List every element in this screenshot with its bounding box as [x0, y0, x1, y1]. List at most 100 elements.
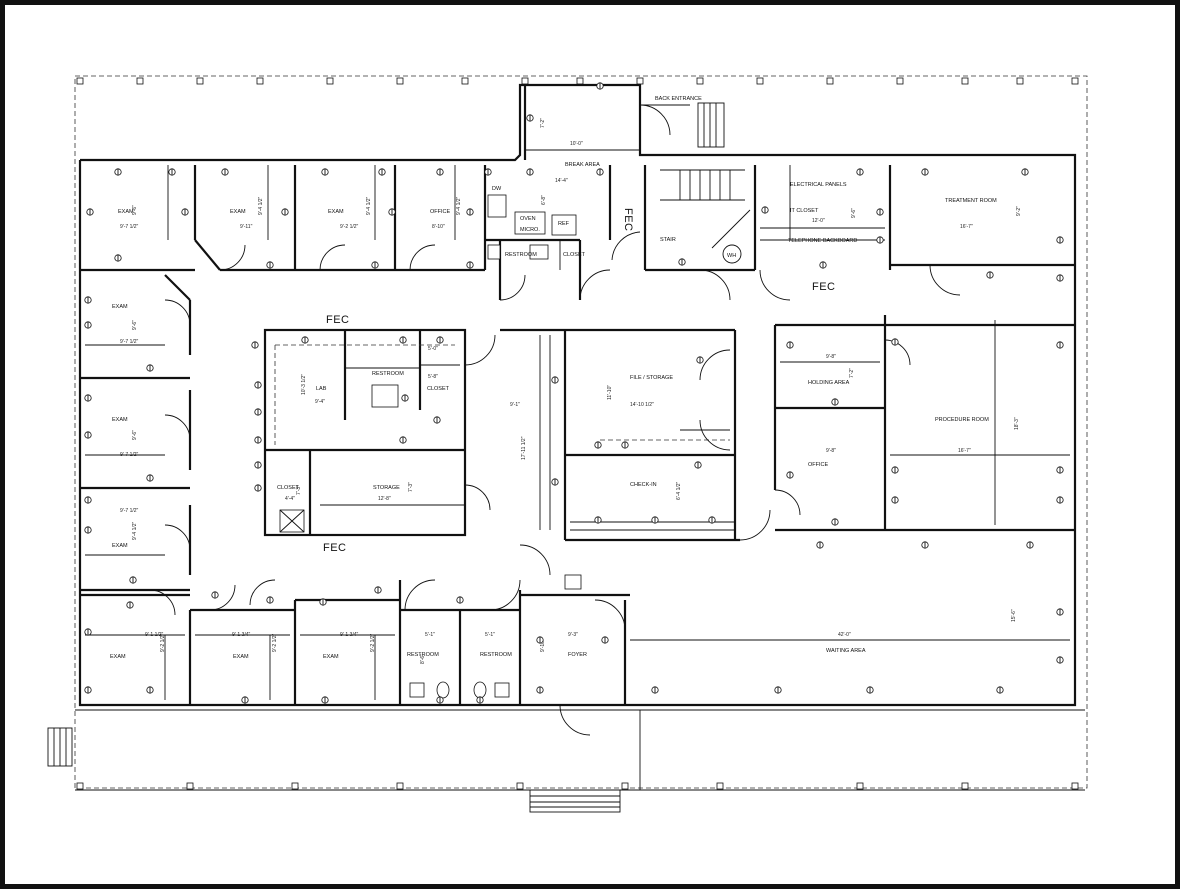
room-label-stair: STAIR — [660, 237, 676, 243]
dim-office-n-w: 8'-10" — [432, 224, 445, 230]
dim-exam-nw-w: 9'-7 1/2" — [120, 224, 139, 230]
dim-corr-h: 17'-11 1/2" — [521, 436, 527, 460]
porch-post — [1071, 77, 1079, 85]
dim-exam-n2-w: 9'-11" — [240, 224, 253, 230]
dim-exam-s3-w: 9'-1 3/4" — [340, 632, 359, 638]
dim-exam-w1-h: 9'-6" — [132, 320, 138, 330]
dim-wait-h: 15'-6" — [1011, 609, 1017, 622]
room-label-micro: MICRO. — [520, 227, 540, 233]
dim-file-w: 14'-10 1/2" — [630, 402, 654, 408]
porch-post — [76, 782, 84, 790]
kitchen-appliances — [487, 194, 577, 260]
dim-break-w: 10'-0" — [570, 141, 583, 147]
room-label-procedure-room: PROCEDURE ROOM — [935, 417, 989, 423]
porch-post — [76, 77, 84, 85]
room-label-restroom-s2: RESTROOM — [480, 652, 512, 658]
porch-post — [521, 77, 529, 85]
room-label-oven: OVEN — [520, 216, 536, 222]
room-label-exam-w2: EXAM — [112, 417, 128, 423]
dim-exam-s1-h: 9'-2 1/2" — [160, 633, 166, 652]
dim-exam-nw-h: 9'-6" — [132, 205, 138, 215]
room-label-electrical-panels: ELECTRICAL PANELS — [790, 182, 847, 188]
north-rooms — [80, 85, 1075, 300]
room-label-lab: LAB — [316, 386, 327, 392]
porch-post — [461, 77, 469, 85]
dimension-labels: 9'-7 1/2" 9'-6" 9'-11" 9'-4 1/2" 9'-2 1/… — [120, 118, 1022, 664]
dim-exam-n3-h: 9'-4 1/2" — [366, 196, 372, 215]
room-label-exam-s2: EXAM — [233, 654, 249, 660]
dim-storage-w: 12'-8" — [378, 496, 391, 502]
room-label-restroom-c: RESTROOM — [372, 371, 404, 377]
room-label-office-e: OFFICE — [808, 462, 828, 468]
porch-post — [1071, 782, 1079, 790]
room-label-exam-n2: EXAM — [230, 209, 246, 215]
room-label-dw: DW — [492, 186, 502, 192]
dim-checkin-h: 6'-4 1/2" — [676, 481, 682, 500]
dim-office-n-h: 9'-4 1/2" — [456, 196, 462, 215]
dim-exam-w1-w: 9'-7 1/2" — [120, 339, 139, 345]
porch-post — [516, 782, 524, 790]
porch-post — [896, 77, 904, 85]
porch-post — [756, 77, 764, 85]
dim-break-h: 7'-2" — [540, 118, 546, 128]
dim-exam-s3-h: 9'-2 1/2" — [370, 633, 376, 652]
room-label-exam-w3: EXAM — [112, 543, 128, 549]
dim-exam-s1-w: 9'-1 1/2" — [145, 632, 164, 638]
porch-post — [291, 782, 299, 790]
dim-exam-w2-w: 9'-7 1/2" — [120, 452, 139, 458]
dim-proc-w: 16'-7" — [958, 448, 971, 454]
room-label-file-storage: FILE / STORAGE — [630, 375, 673, 381]
porch-post — [636, 77, 644, 85]
dim-treat-h: 9'-2" — [1016, 206, 1022, 216]
room-label-closet-c: CLOSET — [427, 386, 450, 392]
side-steps — [47, 727, 73, 767]
fec-label-stair: FEC — [622, 208, 634, 232]
dim-holding-w: 9'-8" — [826, 354, 836, 360]
east-rooms — [773, 315, 1075, 532]
porch-post — [716, 782, 724, 790]
dim-office-e-w: 9'-8" — [826, 448, 836, 454]
door-swings — [149, 231, 961, 631]
dim-rr-s2-w: 5'-1" — [485, 632, 495, 638]
dim-rr-s1-h: 8'-6" — [420, 654, 426, 664]
dim-exam-s2-h: 9'-2 1/2" — [272, 633, 278, 652]
dim-it-w: 12'-0" — [812, 218, 825, 224]
room-label-storage: STORAGE — [373, 485, 400, 491]
porch-post — [326, 77, 334, 85]
center-block — [263, 328, 467, 537]
dim-treat-w: 16'-7" — [960, 224, 973, 230]
room-label-restroom-s1: RESTROOM — [407, 652, 439, 658]
dim-lab-w: 9'-4" — [315, 399, 325, 405]
porch-post — [961, 77, 969, 85]
room-label-check-in: CHECK-IN — [630, 482, 657, 488]
porch-post — [961, 782, 969, 790]
dim-holding-h: 7'-2" — [849, 368, 855, 378]
dim-exam-s2-w: 9'-1 3/4" — [232, 632, 251, 638]
porch-post — [196, 77, 204, 85]
porch-outline — [74, 75, 1088, 791]
porch-post — [576, 77, 584, 85]
dim-exam-w2-h: 9'-6" — [132, 430, 138, 440]
dim-exam-n3-w: 9'-2 1/2" — [340, 224, 359, 230]
dim-storage-h: 7'-3" — [408, 482, 414, 492]
fec-label-it: FEC — [812, 281, 836, 293]
room-label-treatment-room: TREATMENT ROOM — [945, 198, 997, 204]
outlets — [84, 82, 1064, 704]
room-label-exam-n3: EXAM — [328, 209, 344, 215]
room-label-exam-s1: EXAM — [110, 654, 126, 660]
dim-proc-h: 18'-3" — [1014, 417, 1020, 430]
dim-lab-h: 10'-3 1/2" — [301, 374, 307, 395]
porch-post — [136, 77, 144, 85]
dim-break-w2: 14'-4" — [555, 178, 568, 184]
south-rooms — [80, 574, 1070, 736]
porch-post — [826, 77, 834, 85]
dim-foyer-h: 9'-10" — [540, 639, 546, 652]
front-steps — [529, 789, 621, 813]
porch-posts — [76, 77, 1079, 790]
dim-break-h2: 6'-8" — [541, 195, 547, 205]
porch-post — [856, 782, 864, 790]
dim-it-h: 9'-6" — [851, 208, 857, 218]
room-label-holding-area: HOLDING AREA — [808, 380, 850, 386]
